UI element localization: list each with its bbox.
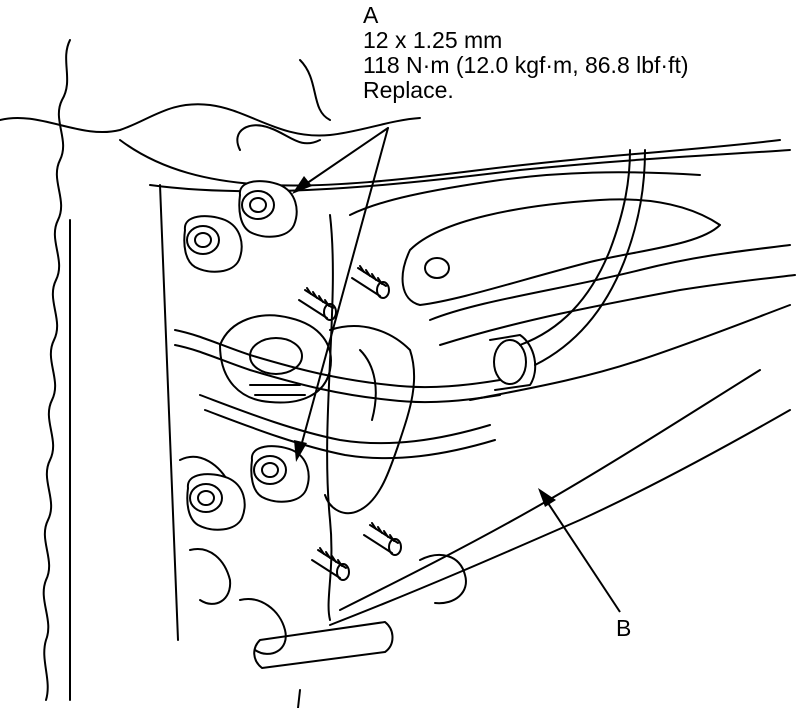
upper-background-outline xyxy=(0,103,421,137)
nut-upper-left xyxy=(183,215,243,273)
link-rod-lower xyxy=(297,689,301,708)
brake-line-4 xyxy=(204,409,496,460)
brake-line-2 xyxy=(174,344,501,404)
center-mount xyxy=(219,314,332,404)
upper-arm-body xyxy=(401,198,721,306)
callout-a-letter: A xyxy=(363,2,379,28)
nut-upper-right xyxy=(238,180,298,238)
callout-a: A 12 x 1.25 mm 118 N·m (12.0 kgf·m, 86.8… xyxy=(363,3,689,103)
arm-hole xyxy=(424,257,450,279)
stud-lower-right xyxy=(363,522,402,556)
left-body-outline xyxy=(42,39,71,701)
knuckle-detail xyxy=(359,349,377,421)
lower-arm-end xyxy=(419,554,467,605)
arrowhead-b xyxy=(538,488,556,507)
arm-lower-edge-2 xyxy=(439,274,796,346)
callout-a-note: Replace. xyxy=(363,77,454,103)
nut-lower-left xyxy=(186,473,246,531)
leader-a-lower xyxy=(299,127,389,451)
lower-texture-3 xyxy=(239,598,287,655)
lower-arm-bottom xyxy=(329,409,791,626)
hose-inner xyxy=(534,149,646,366)
callout-a-size: 12 x 1.25 mm xyxy=(363,27,503,53)
brake-line-3 xyxy=(199,394,491,445)
arrowhead-a-lower xyxy=(294,440,307,462)
vertical-plate-left xyxy=(159,184,179,641)
center-mount-boss xyxy=(249,337,303,375)
lower-arm-top xyxy=(339,369,761,611)
link-rod xyxy=(253,621,394,669)
lower-arm-edge xyxy=(469,304,791,401)
vertical-plate-right xyxy=(326,214,334,621)
brake-line-1 xyxy=(174,329,501,389)
leader-b xyxy=(543,496,621,613)
upper-curve-1 xyxy=(119,139,781,187)
upper-texture xyxy=(236,59,331,151)
stud-lower-left xyxy=(311,547,350,581)
stud-upper-left xyxy=(298,287,337,321)
leader-a-upper xyxy=(299,127,389,189)
lower-texture-2 xyxy=(189,548,232,605)
upper-arm-top xyxy=(349,171,701,216)
arrowhead-a-upper xyxy=(292,176,312,194)
hose-outer xyxy=(519,149,631,346)
hose-fitting xyxy=(493,339,527,385)
stud-upper-right xyxy=(351,265,390,299)
callout-a-torque: 118 N·m (12.0 kgf·m, 86.8 lbf·ft) xyxy=(363,52,689,78)
hose-fitting-body xyxy=(489,334,537,391)
knuckle-outline xyxy=(324,325,416,515)
nut-lower-right xyxy=(250,445,310,503)
arm-lower-edge xyxy=(429,244,791,321)
callout-b-letter: B xyxy=(616,615,632,641)
center-mount-shadow xyxy=(249,384,306,396)
